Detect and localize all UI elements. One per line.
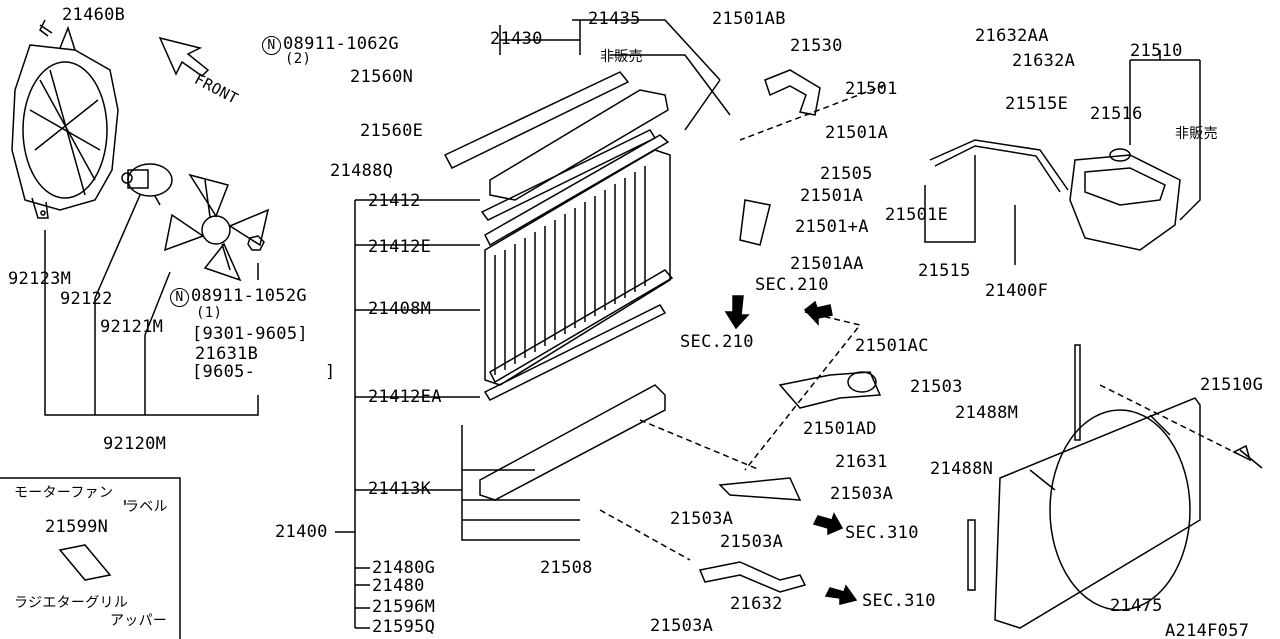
part-21560E: 21560E xyxy=(360,121,424,141)
fan-motor-part xyxy=(121,163,173,206)
radiator-core-part xyxy=(484,134,674,386)
sec-310-a: SEC.310 xyxy=(845,523,919,543)
part-21501AD: 21501AD xyxy=(803,419,877,439)
part-21480G: 21480G xyxy=(372,558,436,578)
part-21503A-1: 21503A xyxy=(830,484,894,504)
part-21501AB: 21501AB xyxy=(712,9,786,29)
part-21488Q: 21488Q xyxy=(330,161,394,181)
part-21501A-1: 21501A xyxy=(825,123,889,143)
nut-symbol-icon: N xyxy=(262,36,281,55)
inset-radiator-grille: ラジエターグリル xyxy=(14,595,129,611)
cooling-fan-part xyxy=(164,173,270,282)
part-21480: 21480 xyxy=(372,576,425,596)
part-21408M: 21408M xyxy=(368,299,432,319)
fan-shroud-part xyxy=(11,25,119,219)
part-92121M: 92121M xyxy=(100,317,164,337)
part-21516: 21516 xyxy=(1090,104,1143,124)
part-21503A-2: 21503A xyxy=(670,509,734,529)
part-21400: 21400 xyxy=(275,522,328,542)
upper-hose-part xyxy=(739,69,821,246)
nut-part xyxy=(247,235,265,251)
part-21488N: 21488N xyxy=(930,459,994,479)
part-21631B: 21631B xyxy=(195,344,259,364)
part-21475: 21475 xyxy=(1110,596,1163,616)
upper-tank-part xyxy=(489,89,669,201)
not-for-sale-right: 非販売 xyxy=(1175,126,1218,142)
part-21430: 21430 xyxy=(490,29,543,49)
part-21412E: 21412E xyxy=(368,237,432,257)
sec310a-arrow-icon xyxy=(812,512,844,536)
part-21530: 21530 xyxy=(790,36,843,56)
part-21501: 21501 xyxy=(845,79,898,99)
part-21503: 21503 xyxy=(910,377,963,397)
part-21412EA: 21412EA xyxy=(368,387,442,407)
part-92123M: 92123M xyxy=(8,269,72,289)
inset-part-21599N: 21599N xyxy=(45,517,109,537)
part-92122: 92122 xyxy=(60,289,113,309)
not-for-sale-top: 非販売 xyxy=(600,49,643,65)
part-21501E: 21501E xyxy=(885,205,949,225)
diagram-code: A214F057 xyxy=(1165,621,1250,639)
range-9605-end: ] xyxy=(325,362,336,382)
part-21460B: 21460B xyxy=(62,5,126,25)
radiator-shroud-part xyxy=(994,397,1201,629)
part-21501AA: 21501AA xyxy=(790,254,864,274)
sec210-arrow-icon xyxy=(724,295,750,330)
part-21505: 21505 xyxy=(820,164,873,184)
part-21400F: 21400F xyxy=(985,281,1049,301)
part-92120M: 92120M xyxy=(103,434,167,454)
sec210b-arrow-icon xyxy=(803,300,833,326)
range-9301-9605: [9301-9605] xyxy=(192,324,308,344)
sec-310-b: SEC.310 xyxy=(862,591,936,611)
part-21595Q: 21595Q xyxy=(372,617,436,637)
inset-label: ラベル xyxy=(125,499,168,515)
range-9605: [9605- xyxy=(192,362,256,382)
reservoir-tank-part xyxy=(1069,148,1181,251)
part-21631: 21631 xyxy=(835,452,888,472)
part-21632: 21632 xyxy=(730,594,783,614)
part-21413K: 21413K xyxy=(368,479,432,499)
part-21412: 21412 xyxy=(368,191,421,211)
lower-tank-part xyxy=(479,384,666,501)
part-21515: 21515 xyxy=(918,261,971,281)
sec-210-a: SEC.210 xyxy=(755,275,829,295)
inset-upper: アッパー xyxy=(110,613,168,629)
inset-motor-fan: モーターファン xyxy=(14,485,114,501)
part-21632A: 21632A xyxy=(1012,51,1076,71)
part-21510: 21510 xyxy=(1130,41,1183,61)
part-21503A-4: 21503A xyxy=(650,616,714,636)
part-21510G: 21510G xyxy=(1200,375,1264,395)
nut-symbol-icon: N xyxy=(170,288,189,307)
part-21501A-2: 21501A xyxy=(800,186,864,206)
part-21501-plus-A: 21501+A xyxy=(795,217,869,237)
part-21515E: 21515E xyxy=(1005,94,1069,114)
part-21503A-3: 21503A xyxy=(720,532,784,552)
qty-08911-1052G: (1) xyxy=(196,305,223,321)
part-21560N: 21560N xyxy=(350,67,414,87)
part-21488M: 21488M xyxy=(955,403,1019,423)
front-arrow-icon xyxy=(158,36,210,77)
part-21501AC: 21501AC xyxy=(855,336,929,356)
part-21632AA: 21632AA xyxy=(975,26,1049,46)
qty-08911-1062G: (2) xyxy=(285,51,312,67)
sec-210-b: SEC.210 xyxy=(680,332,754,352)
part-21508: 21508 xyxy=(540,558,593,578)
part-21435: 21435 xyxy=(588,9,641,29)
part-21596M: 21596M xyxy=(372,597,436,617)
sec310b-arrow-icon xyxy=(824,584,858,605)
lower-hose-part xyxy=(778,371,882,409)
